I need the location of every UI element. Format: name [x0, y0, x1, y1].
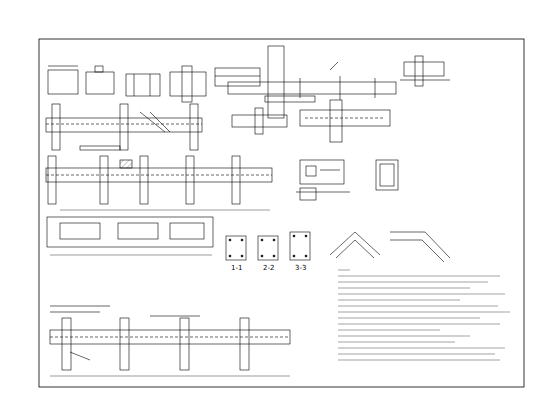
section-label: 3-3 [294, 265, 307, 272]
section-label: 1-1 [230, 265, 243, 272]
section-label: 2-2 [262, 265, 275, 272]
